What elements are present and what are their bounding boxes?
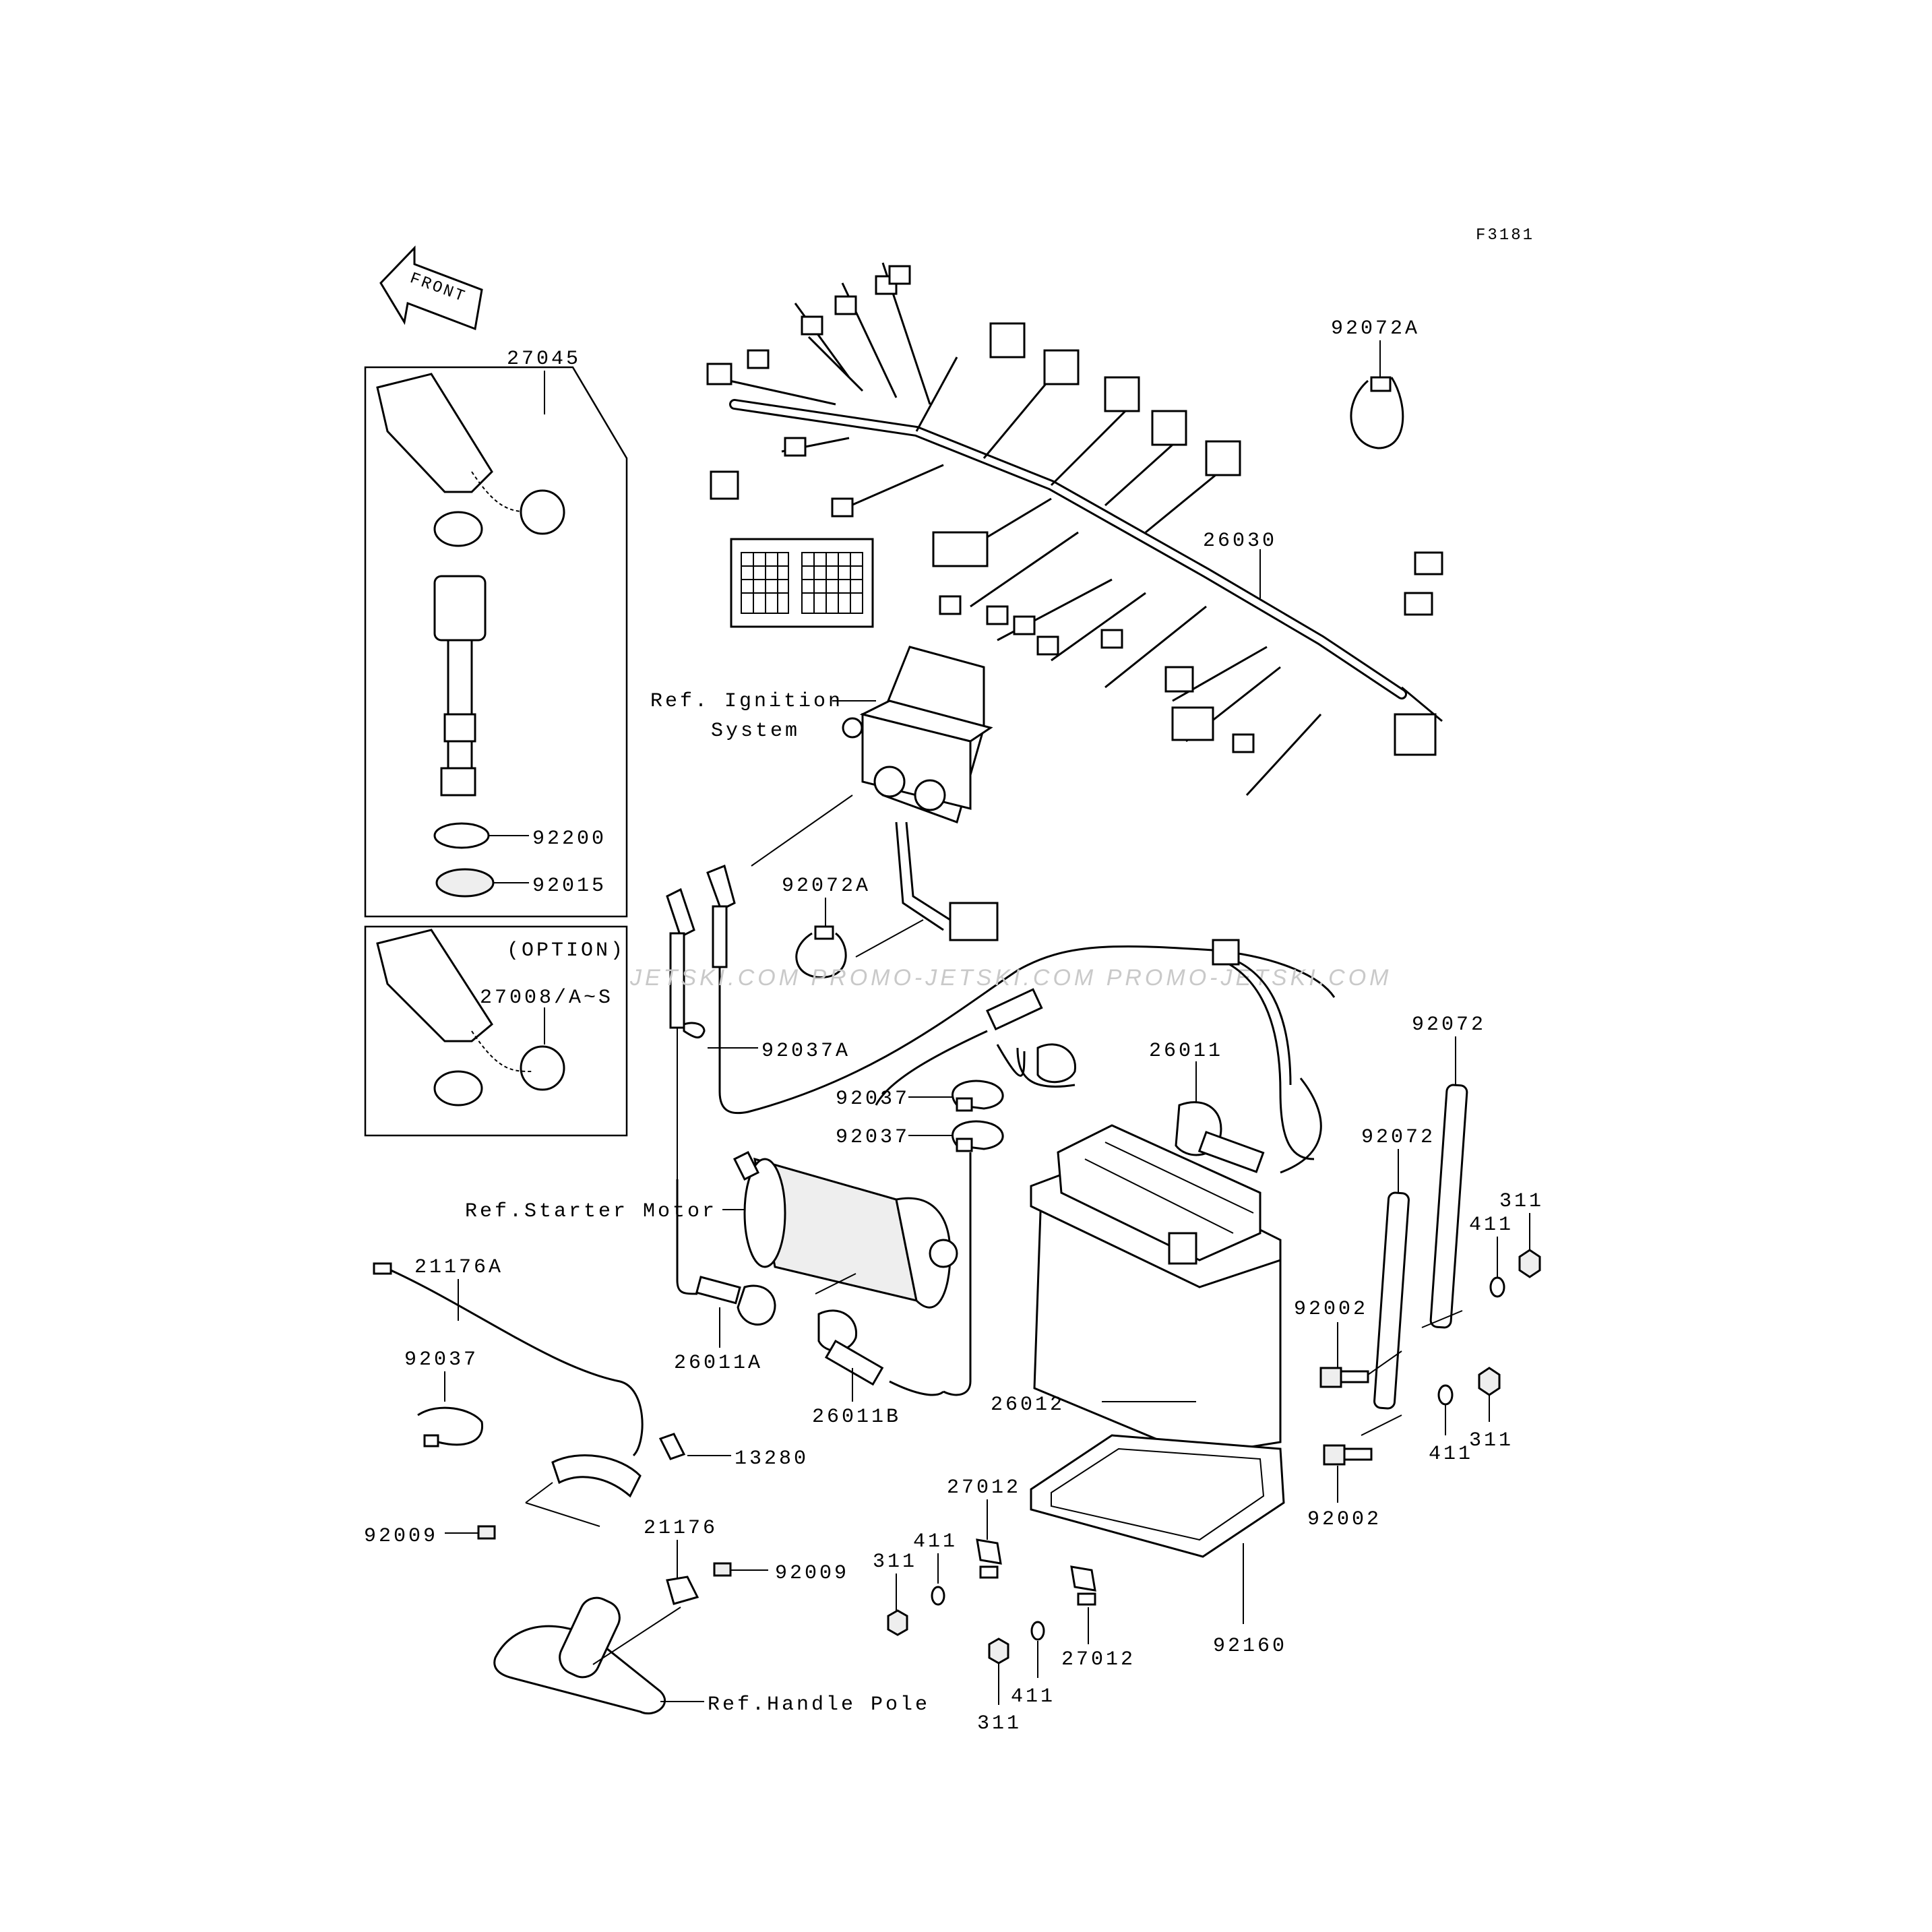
- label-411-c: 411: [913, 1530, 958, 1553]
- key-cap-icon: [433, 511, 483, 547]
- label-411-d: 411: [1011, 1685, 1055, 1708]
- battery-terminal-icon: [1168, 1232, 1197, 1265]
- bolt-icon: [1319, 1367, 1342, 1388]
- nut-92015-icon: [435, 868, 495, 898]
- option-key-box: (OPTION) 27008/A~S: [364, 925, 628, 1137]
- label-92072A-mid: 92072A: [782, 875, 871, 898]
- clamp-92072A-top: 92072A: [1331, 317, 1420, 449]
- starter-motor: Ref.Starter Motor: [465, 1150, 958, 1309]
- key-switch-group-box: 27045 92200 92015: [364, 348, 628, 918]
- label-ref-handle: Ref.Handle Pole: [708, 1693, 930, 1716]
- sticker-13280-icon: [658, 1433, 686, 1460]
- connector-icon: [932, 531, 989, 567]
- sensor-wire-21176A: 21176A 92037 13280 92009: [364, 1256, 809, 1548]
- handle-pole: 21176 92009 Ref.Handle Pole: [493, 1517, 930, 1716]
- label-27012-a: 27012: [947, 1476, 1021, 1499]
- label-92037-b: 92037: [836, 1126, 910, 1149]
- label-92009-a: 92009: [364, 1525, 438, 1548]
- label-option: (OPTION): [507, 939, 625, 962]
- option-key-clip-icon: [520, 1045, 565, 1091]
- terminal-bolt-icon: [976, 1538, 1002, 1565]
- battery-26012: 26012: [991, 1124, 1282, 1457]
- label-21176A: 21176A: [414, 1256, 503, 1279]
- label-92015: 92015: [532, 875, 606, 898]
- label-26030: 26030: [1203, 530, 1277, 553]
- relay-connector-icon: [949, 902, 999, 941]
- label-92200: 92200: [532, 828, 606, 850]
- cable-clip-92037A-icon: [683, 1022, 706, 1038]
- switch-connector-icon: [440, 767, 476, 797]
- screw-icon: [477, 1525, 496, 1540]
- clamps-92037: 92037 92037: [836, 1080, 1004, 1396]
- label-311-b: 311: [1469, 1429, 1514, 1452]
- label-26011B: 26011B: [812, 1406, 901, 1429]
- label-92009-b: 92009: [775, 1562, 849, 1585]
- battery-tray-92160: 92160: [1030, 1434, 1287, 1658]
- label-ref-ignition-1: Ref. Ignition: [650, 690, 843, 713]
- label-ref-ignition-2: System: [711, 720, 800, 743]
- label-311-d: 311: [977, 1712, 1022, 1735]
- label-21176: 21176: [644, 1517, 718, 1540]
- ignition-system-relay: Ref. Ignition System: [650, 646, 999, 941]
- label-92160: 92160: [1213, 1635, 1287, 1658]
- fasteners-right: 311 411 92002 411 311 92002: [1294, 1190, 1544, 1531]
- drawing-code: F3181: [1476, 226, 1534, 245]
- label-92002-a: 92002: [1294, 1298, 1368, 1321]
- label-26011A: 26011A: [674, 1352, 763, 1375]
- lanyard-tag-icon: [376, 373, 493, 493]
- label-92002-b: 92002: [1307, 1508, 1381, 1531]
- label-92072-mid: 92072: [1361, 1126, 1435, 1149]
- label-92072A-top: 92072A: [1331, 317, 1420, 340]
- key-clip-icon: [520, 489, 565, 535]
- connector-icon: [1212, 939, 1240, 966]
- clamp-92072A-mid: 92072A: [782, 875, 924, 978]
- strap-icon: [1429, 1084, 1468, 1329]
- sensor-icon: [666, 1576, 699, 1605]
- label-311-c: 311: [873, 1551, 917, 1573]
- switch-body-icon: [433, 575, 487, 642]
- label-92072-top: 92072: [1412, 1014, 1486, 1036]
- connector-icon: [706, 363, 733, 385]
- label-27008: 27008/A~S: [480, 987, 613, 1009]
- option-lanyard-icon: [376, 929, 493, 1042]
- label-27012-b: 27012: [1061, 1648, 1135, 1671]
- label-411-a: 411: [1469, 1214, 1514, 1237]
- label-13280: 13280: [735, 1447, 809, 1470]
- label-411-b: 411: [1429, 1443, 1473, 1466]
- strap-icon: [1373, 1191, 1410, 1410]
- bolt-icon: [1323, 1444, 1346, 1466]
- front-arrow-icon: FRONT: [379, 245, 483, 331]
- label-ref-starter: Ref.Starter Motor: [465, 1200, 717, 1223]
- label-311-a: 311: [1499, 1190, 1544, 1213]
- label-92037-c: 92037: [404, 1348, 478, 1371]
- terminal-icon: [873, 766, 906, 798]
- terminal-bolt-icon: [1070, 1565, 1096, 1592]
- terminal-bolts-27012: 27012 411 311 27012 411 311: [873, 1476, 1135, 1735]
- connector-icon: [373, 1262, 392, 1275]
- clamp-icon: [1350, 377, 1404, 449]
- starter-cable: [875, 988, 1077, 1106]
- main-harness-26030: 26030: [706, 262, 1443, 797]
- sensor-bracket-icon: [551, 1454, 642, 1498]
- washer-92200-icon: [433, 822, 490, 849]
- label-27045: 27045: [507, 348, 581, 371]
- battery-straps-92072: 92072 92072: [1361, 1014, 1486, 1436]
- watermark: JETSKI.COM PROMO-JETSKI.COM PROMO-JETSKI…: [629, 965, 1392, 991]
- battery-cable-terminals: 92037A: [666, 864, 1336, 1295]
- label-26011: 26011: [1149, 1040, 1223, 1063]
- label-92037-a: 92037: [836, 1088, 910, 1111]
- label-26012: 26012: [991, 1394, 1065, 1416]
- ecu-connector-icon: [730, 538, 874, 628]
- label-92037A: 92037A: [761, 1040, 850, 1063]
- battery-cables-26011A-26011B: 26011A 26011B: [674, 1276, 945, 1429]
- option-key-cap-icon: [433, 1070, 483, 1107]
- battery-cable-26011: 26011: [1149, 939, 1322, 1174]
- connector-icon: [1171, 706, 1214, 741]
- pole-shaft-icon: [559, 1596, 621, 1679]
